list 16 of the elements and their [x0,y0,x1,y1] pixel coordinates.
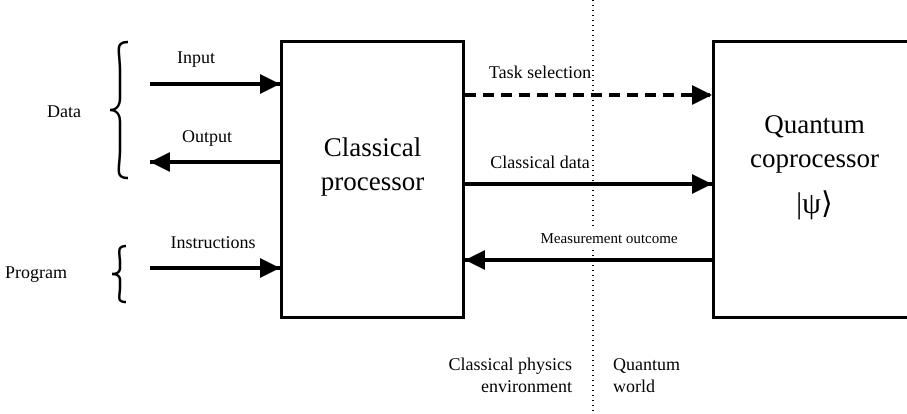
processor-box [280,40,465,319]
text-label: Classical physics environment [448,353,572,397]
text-label: Program [5,261,67,284]
arrow [150,258,280,278]
arrow [150,152,280,172]
arrow [150,74,280,94]
arrow [465,85,712,105]
arrow [465,174,712,194]
quantum-state: |ψ⟩ [796,186,833,220]
edge-label: Measurement outcome [539,229,679,249]
box-title: Quantum coprocessor [749,108,880,174]
arrow [465,250,712,270]
box-title: Classical processor [320,130,426,198]
text-label: Quantum world [613,353,681,397]
processor-box [712,40,907,319]
text-label: Data [47,100,81,123]
